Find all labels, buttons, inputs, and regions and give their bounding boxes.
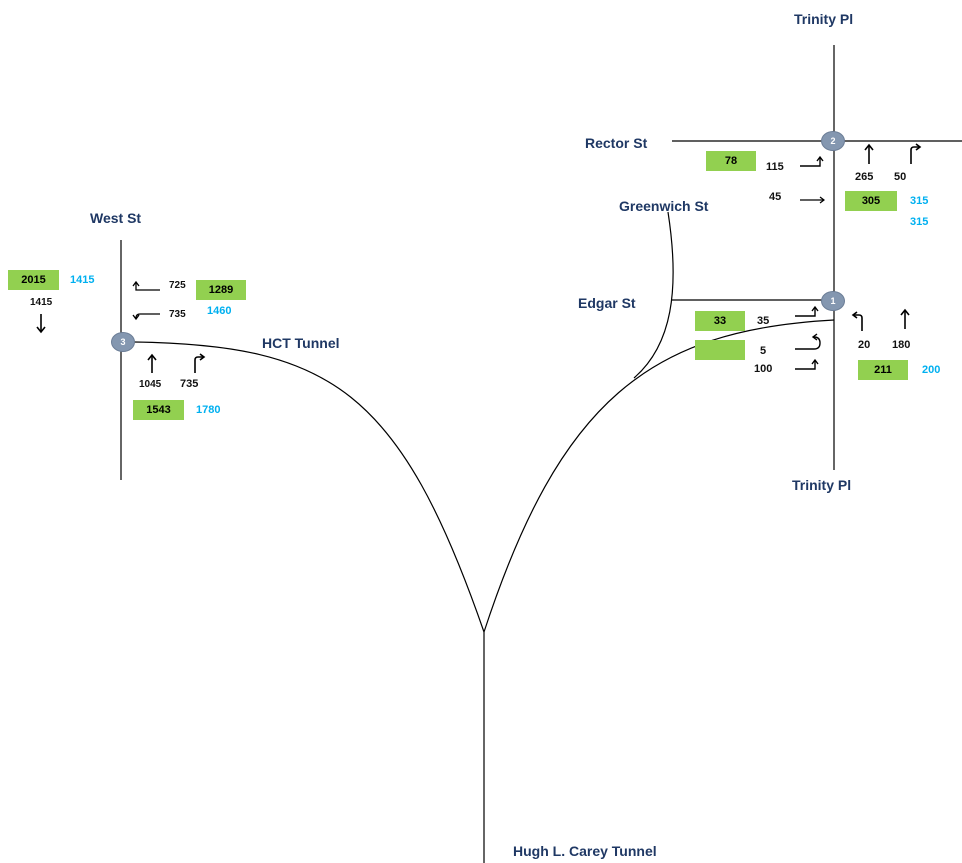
right-turn-icon [194,353,206,373]
volume-box [695,340,745,360]
volume-label-cyan: 1415 [70,274,95,286]
volume-label-cyan: 1460 [207,305,232,317]
volume-label: 5 [760,345,767,357]
volume-box: 1289 [196,280,246,300]
volume-box: 211 [858,360,908,380]
volume-label: 100 [754,363,773,375]
right-turn-icon [800,155,824,167]
volume-label: 1415 [30,297,53,308]
volume-box: 305 [845,191,897,211]
right-turn-icon [795,358,819,370]
trinity-pl-top-label: Trinity Pl [794,11,854,27]
volume-label-cyan: 1780 [196,404,221,416]
arrow-up-icon [900,308,910,329]
volume-label: 45 [769,191,782,203]
west-st-label: West St [90,210,142,226]
volume-box: 1543 [133,400,184,420]
tunnel-to-trinity-road [483,319,835,633]
volume-box: 78 [706,151,756,171]
intersection-node-1: 1 [821,291,845,311]
edgar-st-label: Edgar St [578,295,636,311]
rector-st-label: Rector St [585,135,648,151]
arrow-up-icon [147,353,157,373]
volume-label: 265 [855,171,874,183]
volume-label: 735 [169,309,186,320]
right-turn-icon [910,143,922,164]
greenwich-st-road [633,211,674,379]
volume-box: 33 [695,311,745,331]
volume-label: 1045 [139,379,162,390]
left-turn-icon [851,311,863,331]
volume-label: 20 [858,339,871,351]
volume-box: 2015 [8,270,59,290]
intersection-node-3: 3 [111,332,135,352]
intersection-node-2: 2 [821,131,845,151]
volume-label-cyan: 315 [910,195,929,207]
arrow-up-icon [864,143,874,164]
left-turn-icon [132,313,160,321]
volume-label: 115 [766,161,784,173]
trinity-pl-bottom-label: Trinity Pl [792,477,852,493]
volume-label: 35 [757,315,770,327]
volume-label: 735 [180,378,199,390]
hct-tunnel-road [133,341,485,633]
volume-label-cyan: 200 [922,364,941,376]
hugh-carey-tunnel-label: Hugh L. Carey Tunnel [513,843,657,859]
right-turn-icon [795,305,819,317]
hct-tunnel-label: HCT Tunnel [262,335,340,351]
arrow-right-icon [800,196,825,204]
arrow-down-icon [36,314,46,334]
volume-label-cyan: 315 [910,216,929,228]
volume-label: 50 [894,171,907,183]
greenwich-st-label: Greenwich St [619,198,709,214]
u-turn-icon [795,333,821,350]
volume-label: 725 [169,280,186,291]
left-turn-icon [132,280,160,291]
volume-label: 180 [892,339,911,351]
